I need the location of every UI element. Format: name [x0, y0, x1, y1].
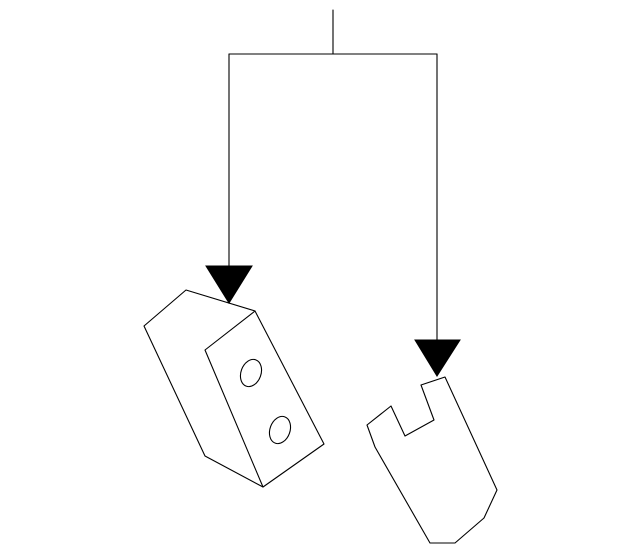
arrowheads	[205, 265, 461, 377]
arrowhead-left	[205, 265, 253, 304]
mounting-block-hole-lower	[268, 415, 292, 445]
mounting-block-face-edge	[204, 310, 264, 488]
mounting-block	[143, 289, 325, 488]
bracket-clip	[366, 376, 498, 544]
arrowhead-right	[414, 339, 461, 377]
mounting-block-outline	[143, 289, 325, 488]
leader-lines	[228, 9, 438, 341]
bracket-clip-outline	[366, 376, 498, 544]
mounting-block-hole-upper	[239, 358, 263, 388]
